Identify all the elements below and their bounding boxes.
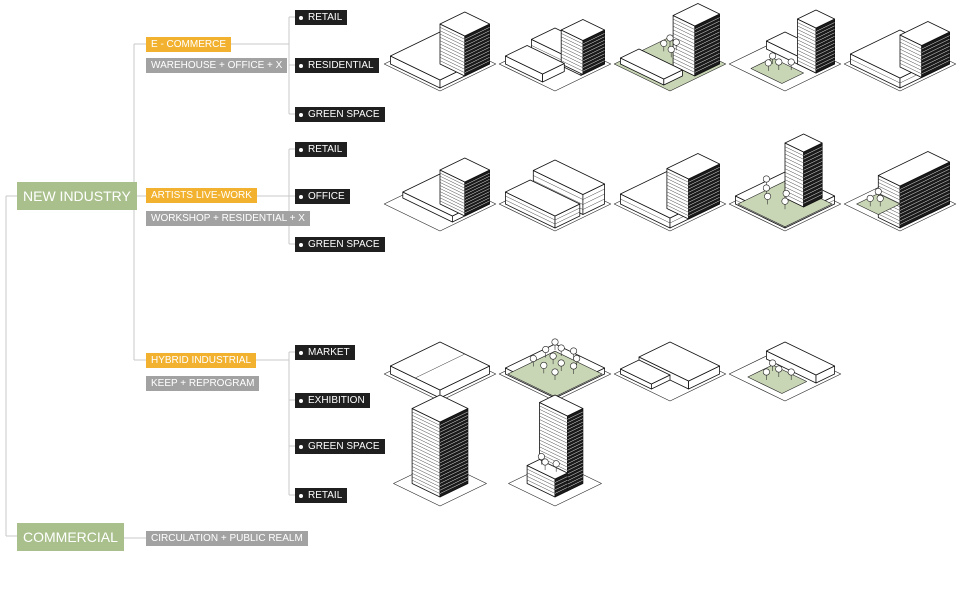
category-label: E - COMMERCE bbox=[151, 38, 226, 50]
subtitle-artists-live-work: WORKSHOP + RESIDENTIAL + X bbox=[146, 211, 310, 226]
subtitle-e-commerce: WAREHOUSE + OFFICE + X bbox=[146, 58, 288, 73]
program-label: GREEN SPACE bbox=[308, 108, 380, 120]
program-exhibition: EXHIBITION bbox=[295, 393, 370, 408]
L-block-green-court-icon bbox=[843, 151, 957, 232]
bullet-icon bbox=[299, 112, 303, 117]
green-court-tower-icon bbox=[613, 3, 727, 92]
tree-canopy-shed-icon bbox=[498, 338, 612, 402]
root-commercial: COMMERCIAL bbox=[17, 523, 124, 551]
tower-courtyard-icon bbox=[728, 9, 842, 92]
stepped-block-icon bbox=[843, 21, 957, 92]
subtitle-label: CIRCULATION + PUBLIC REALM bbox=[151, 532, 303, 544]
subtitle-label: KEEP + REPROGRAM bbox=[151, 377, 255, 389]
office-tower-icon bbox=[393, 394, 487, 507]
bullet-icon bbox=[299, 147, 303, 152]
program-label: RETAIL bbox=[308, 11, 343, 23]
root-label: NEW INDUSTRY bbox=[23, 188, 131, 204]
category-e-commerce: E - COMMERCE bbox=[146, 37, 231, 52]
program-green-space: GREEN SPACE bbox=[295, 237, 385, 252]
twin-block-icon bbox=[498, 19, 612, 92]
program-green-space: GREEN SPACE bbox=[295, 107, 385, 122]
bullet-icon bbox=[299, 350, 303, 355]
subtitle-label: WORKSHOP + RESIDENTIAL + X bbox=[151, 212, 305, 224]
program-green-space: GREEN SPACE bbox=[295, 439, 385, 454]
stepped-shed-icon bbox=[613, 341, 727, 402]
category-label: HYBRID INDUSTRIAL bbox=[151, 354, 252, 366]
subtitle-label: WAREHOUSE + OFFICE + X bbox=[151, 59, 283, 71]
program-retail: RETAIL bbox=[295, 10, 348, 25]
program-label: RETAIL bbox=[308, 143, 343, 155]
program-market: MARKET bbox=[295, 345, 355, 360]
bullet-icon bbox=[299, 194, 303, 199]
open-shed-icon bbox=[383, 341, 497, 402]
subtitle-hybrid-industrial: KEEP + REPROGRAM bbox=[146, 376, 260, 391]
root-new-industry: NEW INDUSTRY bbox=[17, 182, 137, 210]
program-label: RETAIL bbox=[308, 489, 343, 501]
program-retail: RETAIL bbox=[295, 142, 348, 157]
shed-with-courtyard-icon bbox=[728, 341, 842, 402]
tower-on-podium-icon bbox=[508, 394, 602, 507]
subtitle-commercial: CIRCULATION + PUBLIC REALM bbox=[146, 531, 308, 546]
bullet-icon bbox=[299, 63, 303, 68]
bullet-icon bbox=[299, 242, 303, 247]
program-label: EXHIBITION bbox=[308, 394, 365, 406]
program-label: GREEN SPACE bbox=[308, 238, 380, 250]
program-label: GREEN SPACE bbox=[308, 440, 380, 452]
twin-volume-icon bbox=[498, 159, 612, 232]
program-residential: RESIDENTIAL bbox=[295, 58, 379, 73]
program-retail: RETAIL bbox=[295, 488, 348, 503]
tree-connector-lines bbox=[5, 16, 295, 539]
bullet-icon bbox=[299, 398, 303, 403]
program-label: RESIDENTIAL bbox=[308, 59, 374, 71]
root-label: COMMERCIAL bbox=[23, 529, 118, 545]
block-on-plinth-icon bbox=[383, 157, 497, 232]
program-label: OFFICE bbox=[308, 190, 345, 202]
program-office: OFFICE bbox=[295, 189, 350, 204]
bullet-icon bbox=[299, 15, 303, 20]
tower-on-green-podium-icon bbox=[728, 133, 842, 232]
category-hybrid-industrial: HYBRID INDUSTRIAL bbox=[146, 353, 257, 368]
slab-shed-icon bbox=[383, 11, 497, 92]
category-label: ARTISTS LIVE-WORK bbox=[151, 189, 252, 201]
terraced-block-icon bbox=[613, 153, 727, 232]
bullet-icon bbox=[299, 444, 303, 449]
bullet-icon bbox=[299, 493, 303, 498]
category-artists-live-work: ARTISTS LIVE-WORK bbox=[146, 188, 257, 203]
program-label: MARKET bbox=[308, 346, 350, 358]
